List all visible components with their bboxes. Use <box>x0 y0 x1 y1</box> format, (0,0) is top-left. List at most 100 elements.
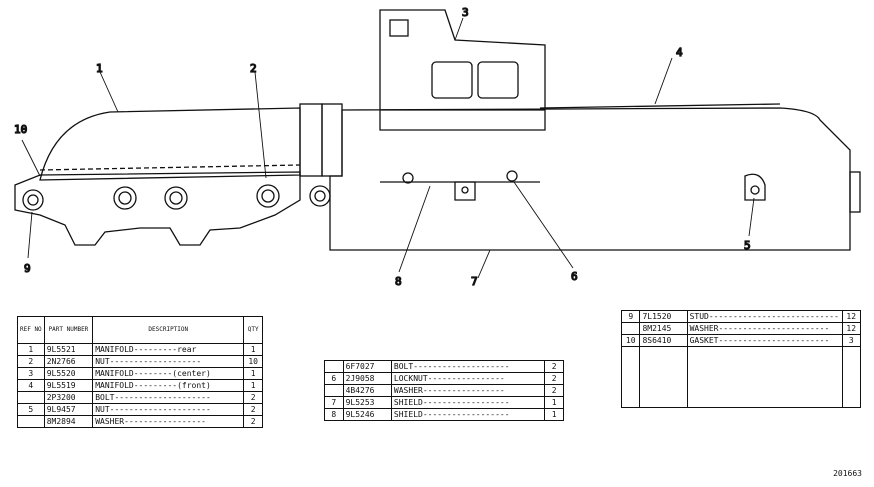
ref-cell <box>324 360 344 373</box>
ref-cell: 8 <box>324 408 344 421</box>
ref-cell: 7 <box>324 396 344 409</box>
desc-cell <box>686 346 843 408</box>
parts-table-left: REF NO PART NUMBER DESCRIPTION QTY 1 9L5… <box>17 316 263 428</box>
qty-header: QTY <box>243 316 263 344</box>
part-cell: 8M2894 <box>43 415 94 428</box>
qty-cell: 12 <box>841 310 861 323</box>
part-cell: 6F7027 <box>342 360 392 373</box>
qty-cell: 1 <box>243 367 263 380</box>
desc-cell: MANIFOLD---------rear <box>92 343 245 356</box>
ref-cell <box>324 384 344 397</box>
qty-cell: 1 <box>544 408 564 421</box>
part-cell: 9L5520 <box>43 367 94 380</box>
desc-cell: BOLT-------------------- <box>390 360 546 373</box>
parts-table-middle: 6F7027 BOLT-------------------- 2 6 2J90… <box>324 360 564 421</box>
part-cell: 8M2145 <box>639 322 688 335</box>
table-row: 6F7027 BOLT-------------------- 2 <box>324 360 564 373</box>
table-row: 9 7L1520 STUD---------------------------… <box>620 310 861 323</box>
table-row <box>620 346 861 408</box>
ref-cell: 2 <box>17 355 45 368</box>
callout-6: 6 <box>571 270 578 283</box>
table-row: 2P3200 BOLT-------------------- 2 <box>17 391 263 404</box>
part-cell: 9L5519 <box>43 379 94 392</box>
callout-3: 3 <box>462 6 469 19</box>
callout-8: 8 <box>395 275 402 288</box>
table-row: 8 9L5246 SHIELD------------------ 1 <box>324 408 564 421</box>
qty-cell: 2 <box>243 403 263 416</box>
part-cell: 2N2766 <box>43 355 94 368</box>
ref-cell: 10 <box>620 334 641 347</box>
part-cell: 9L5246 <box>342 408 392 421</box>
part-cell: 9L5253 <box>342 396 392 409</box>
qty-cell: 1 <box>243 343 263 356</box>
callout-9: 9 <box>24 262 31 275</box>
outlet-flange <box>379 9 546 131</box>
qty-cell: 10 <box>243 355 263 368</box>
manifold-nuts <box>22 184 331 211</box>
ref-cell <box>17 415 45 428</box>
ref-cell: 3 <box>17 367 45 380</box>
ref-cell: 1 <box>17 343 45 356</box>
table-row: 8M2894 WASHER----------------- 2 <box>17 415 263 428</box>
desc-cell: NUT------------------- <box>92 355 245 368</box>
rear-manifold <box>14 107 301 246</box>
table-row: 4B4276 WASHER----------------- 2 <box>324 384 564 397</box>
desc-cell: SHIELD------------------ <box>390 408 546 421</box>
callout-4: 4 <box>676 46 683 59</box>
part-cell: 8S6410 <box>639 334 688 347</box>
table-row: 6 2J9058 LOCKNUT---------------- 2 <box>324 372 564 385</box>
desc-cell: LOCKNUT---------------- <box>390 372 546 385</box>
table-row: 2 2N2766 NUT------------------- 10 <box>17 355 263 368</box>
desc-cell: STUD--------------------------- <box>686 310 843 323</box>
desc-cell: MANIFOLD--------(center) <box>92 367 245 380</box>
desc-cell: GASKET----------------------- <box>686 334 843 347</box>
desc-cell: WASHER----------------------- <box>686 322 843 335</box>
callout-7: 7 <box>471 275 478 288</box>
part-header: PART NUMBER <box>43 316 94 344</box>
ref-cell: 5 <box>17 403 45 416</box>
part-cell: 2P3200 <box>43 391 94 404</box>
desc-cell: WASHER----------------- <box>92 415 245 428</box>
desc-cell: MANIFOLD---------(front) <box>92 379 245 392</box>
callout-2: 2 <box>250 62 257 75</box>
qty-cell: 12 <box>841 322 861 335</box>
qty-cell: 2 <box>544 384 564 397</box>
table-row: 10 8S6410 GASKET----------------------- … <box>620 334 861 347</box>
part-cell <box>639 346 688 408</box>
description-header: DESCRIPTION <box>92 316 245 344</box>
table-row: 5 9L9457 NUT--------------------- 2 <box>17 403 263 416</box>
front-manifold <box>329 103 861 251</box>
qty-cell: 2 <box>243 415 263 428</box>
table-row: 3 9L5520 MANIFOLD--------(center) 1 <box>17 367 263 380</box>
desc-cell: NUT--------------------- <box>92 403 245 416</box>
desc-cell: BOLT-------------------- <box>92 391 245 404</box>
ref-header: REF NO <box>17 316 45 344</box>
qty-cell: 3 <box>841 334 861 347</box>
ref-cell <box>17 391 45 404</box>
part-cell: 4B4276 <box>342 384 392 397</box>
table-row: 4 9L5519 MANIFOLD---------(front) 1 <box>17 379 263 392</box>
ref-cell: 4 <box>17 379 45 392</box>
table-row: 8M2145 WASHER----------------------- 12 <box>620 322 861 335</box>
ref-cell: 9 <box>620 310 641 323</box>
qty-cell: 1 <box>544 396 564 409</box>
parts-table-right: 9 7L1520 STUD---------------------------… <box>620 310 861 408</box>
ref-cell: 6 <box>324 372 344 385</box>
center-manifold <box>299 103 343 177</box>
part-cell: 7L1520 <box>639 310 688 323</box>
desc-cell: SHIELD------------------ <box>390 396 546 409</box>
qty-cell: 2 <box>544 360 564 373</box>
figure-id: 201663 <box>833 469 862 478</box>
qty-cell: 1 <box>243 379 263 392</box>
callout-5: 5 <box>744 239 751 252</box>
qty-cell <box>841 346 861 408</box>
ref-cell <box>620 322 641 335</box>
leader-lines <box>21 17 755 279</box>
qty-cell: 2 <box>544 372 564 385</box>
desc-cell: WASHER----------------- <box>390 384 546 397</box>
callout-10: 10 <box>14 123 27 136</box>
table-row: 7 9L5253 SHIELD------------------ 1 <box>324 396 564 409</box>
part-cell: 9L9457 <box>43 403 94 416</box>
qty-cell: 2 <box>243 391 263 404</box>
